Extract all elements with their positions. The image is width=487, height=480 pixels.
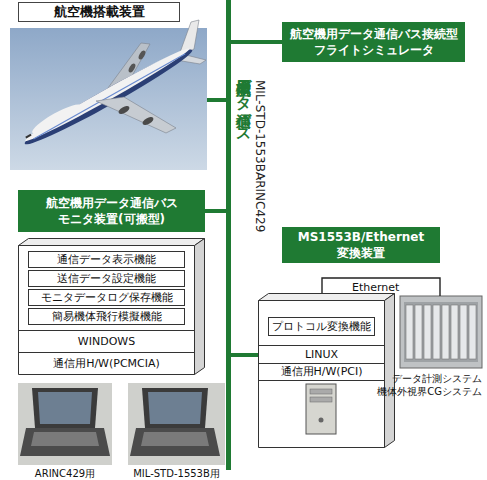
top-face — [259, 294, 395, 301]
laptop-keyboard — [141, 432, 209, 446]
sky-photo — [10, 28, 207, 170]
box-label: プロトコル変換機能 — [269, 318, 374, 335]
server-rack — [400, 296, 482, 368]
disk-slot — [460, 305, 467, 359]
disk-slot — [406, 305, 413, 359]
drive-bay — [310, 389, 332, 394]
laptop-photo — [128, 383, 225, 465]
bus-standard: MIL-STD-1553B・ARINC429 — [252, 80, 267, 232]
disk-slot — [469, 305, 476, 359]
box-label: 簡易機体飛行模擬機能 — [29, 309, 184, 324]
engine — [117, 104, 130, 115]
unit-heading: MS1553B/Ethernet 変換装置 — [282, 227, 440, 263]
disk-slot — [451, 305, 458, 359]
laptop-keyboard — [31, 432, 99, 446]
box-label: LINUX — [258, 346, 385, 363]
photo-caption: MIL-STD-1553B用 — [128, 467, 225, 480]
top-face — [19, 239, 205, 246]
box-label: 通信用H/W(PCI) — [258, 364, 385, 380]
engine — [137, 49, 146, 60]
livery-stripe — [33, 54, 185, 139]
box-label: 送信データ設定機能 — [29, 271, 184, 286]
bus-name: 航空機用データ通信バス — [234, 68, 253, 136]
os-layer: WINDOWS — [18, 330, 195, 352]
side-face — [385, 294, 395, 448]
device-photo: 航空機搭載装置 — [10, 28, 207, 170]
monitor-unit: 航空機用データ通信バス モニタ装置(可搬型)通信データ表示機能送信データ設定機能… — [18, 238, 205, 375]
function-box: 簡易機体飛行模擬機能 — [28, 308, 185, 325]
laptop-lid — [32, 388, 98, 428]
os-layer: LINUX — [258, 345, 385, 363]
bus-stub — [231, 353, 258, 357]
laptop-screen — [148, 392, 202, 424]
converter-unit: MS1553B/Ethernet 変換装置プロトコル変換機能LINUX通信用H/… — [258, 293, 395, 448]
ethernet-line — [322, 278, 440, 296]
function-box: 送信データ設定機能 — [28, 270, 185, 287]
near-wing — [96, 97, 176, 133]
front-face — [259, 301, 385, 448]
device-heading: 航空機搭載装置 — [18, 2, 180, 22]
function-box: モニタデータログ保存機能 — [28, 289, 185, 306]
laptop-base — [130, 428, 220, 456]
front-face — [19, 246, 195, 375]
simulator-band: 航空機用データ通信バス接続型 フライトシミュレータ — [282, 22, 465, 62]
box-label: 航空機用データ通信バス接続型 フライトシミュレータ — [282, 22, 465, 62]
unit-heading: 航空機用データ通信バス モニタ装置(可搬型) — [18, 190, 205, 232]
server-rack: データ計測システム 機体外視界CGシステム — [400, 296, 482, 368]
engine — [141, 115, 154, 126]
bus-stub — [205, 209, 226, 213]
cockpit-window — [25, 134, 31, 139]
side-face — [195, 239, 205, 375]
laptop-screen — [38, 392, 92, 424]
disk-slot — [442, 305, 449, 359]
disk-slot — [424, 305, 431, 359]
data-bus: 航空機用データ通信バスMIL-STD-1553B・ARINC429 — [226, 0, 231, 470]
fuselage — [23, 44, 192, 146]
hardware-layer: 通信用H/W(PCMCIA) — [18, 352, 195, 375]
drive-bay — [310, 397, 332, 402]
pc-tower — [306, 384, 336, 434]
box-label: WINDOWS — [18, 331, 195, 352]
stabilizer — [176, 55, 206, 64]
hardware-layer: 通信用H/W(PCI) — [258, 363, 385, 381]
bus-stub — [231, 40, 282, 44]
far-wing — [105, 43, 150, 92]
rack-panel — [404, 302, 478, 362]
box-label: 通信用H/W(PCMCIA) — [18, 353, 195, 375]
disk-slot — [415, 305, 422, 359]
laptop-photo — [18, 383, 112, 465]
box-label: 通信データ表示機能 — [29, 252, 184, 267]
engine — [127, 62, 136, 73]
laptop-base — [20, 428, 110, 456]
tail-fin — [178, 20, 199, 58]
function-box: プロトコル変換機能 — [268, 317, 375, 336]
function-box: 通信データ表示機能 — [28, 251, 185, 268]
power-button — [319, 418, 324, 423]
laptop-lid — [142, 388, 208, 428]
disk-slot — [433, 305, 440, 359]
edge-label: Ethernet — [352, 281, 399, 294]
photo-caption: ARINC429用 — [18, 467, 112, 480]
bus-stub — [207, 98, 226, 102]
box-label: モニタデータログ保存機能 — [29, 290, 184, 305]
fuselage-belly — [21, 43, 196, 151]
upper-deck — [29, 100, 84, 138]
system-caption: データ計測システム 機体外視界CGシステム — [364, 372, 482, 398]
